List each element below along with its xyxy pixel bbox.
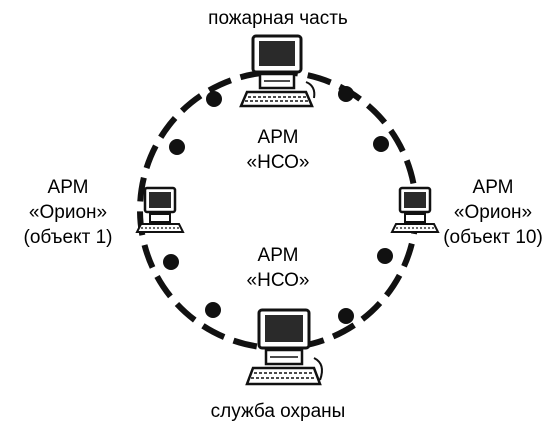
bottom-station-arm-label: АРМ «НСО» [228, 243, 328, 293]
right-station-label: АРМ «Орион» (объект 10) [433, 175, 553, 250]
ring-node [169, 139, 185, 155]
ring-node [206, 91, 222, 107]
computer-icon-bottom [245, 308, 323, 386]
left-station-line2: «Орион» [28, 202, 108, 223]
computer-icon-left [135, 186, 185, 233]
ring-node [205, 302, 221, 318]
left-station-line1: АРМ [47, 177, 89, 198]
top-station-arm-line1: АРМ [257, 127, 299, 148]
ring-node [163, 254, 179, 270]
bottom-station-arm-line2: «НСО» [246, 270, 310, 291]
bottom-station-arm-line1: АРМ [257, 245, 299, 266]
computer-icon-top [239, 34, 316, 108]
ring-line [137, 69, 419, 351]
left-station-label: АРМ «Орион» (объект 1) [2, 175, 134, 250]
ring-node [338, 308, 354, 324]
top-station-arm-line2: «НСО» [246, 152, 310, 173]
computer-icon-right [390, 186, 440, 233]
top-station-arm-label: АРМ «НСО» [228, 125, 328, 175]
left-station-line3: (объект 1) [23, 227, 113, 248]
ring-node [373, 136, 389, 152]
right-station-line2: «Орион» [453, 202, 533, 223]
top-station-caption: пожарная часть [208, 8, 348, 29]
bottom-station-caption: служба охраны [210, 401, 346, 422]
right-station-line1: АРМ [472, 177, 514, 198]
ring-node [338, 86, 354, 102]
ring-nodes [163, 86, 393, 324]
right-station-line3: (объект 10) [443, 227, 543, 248]
ring-node [377, 248, 393, 264]
